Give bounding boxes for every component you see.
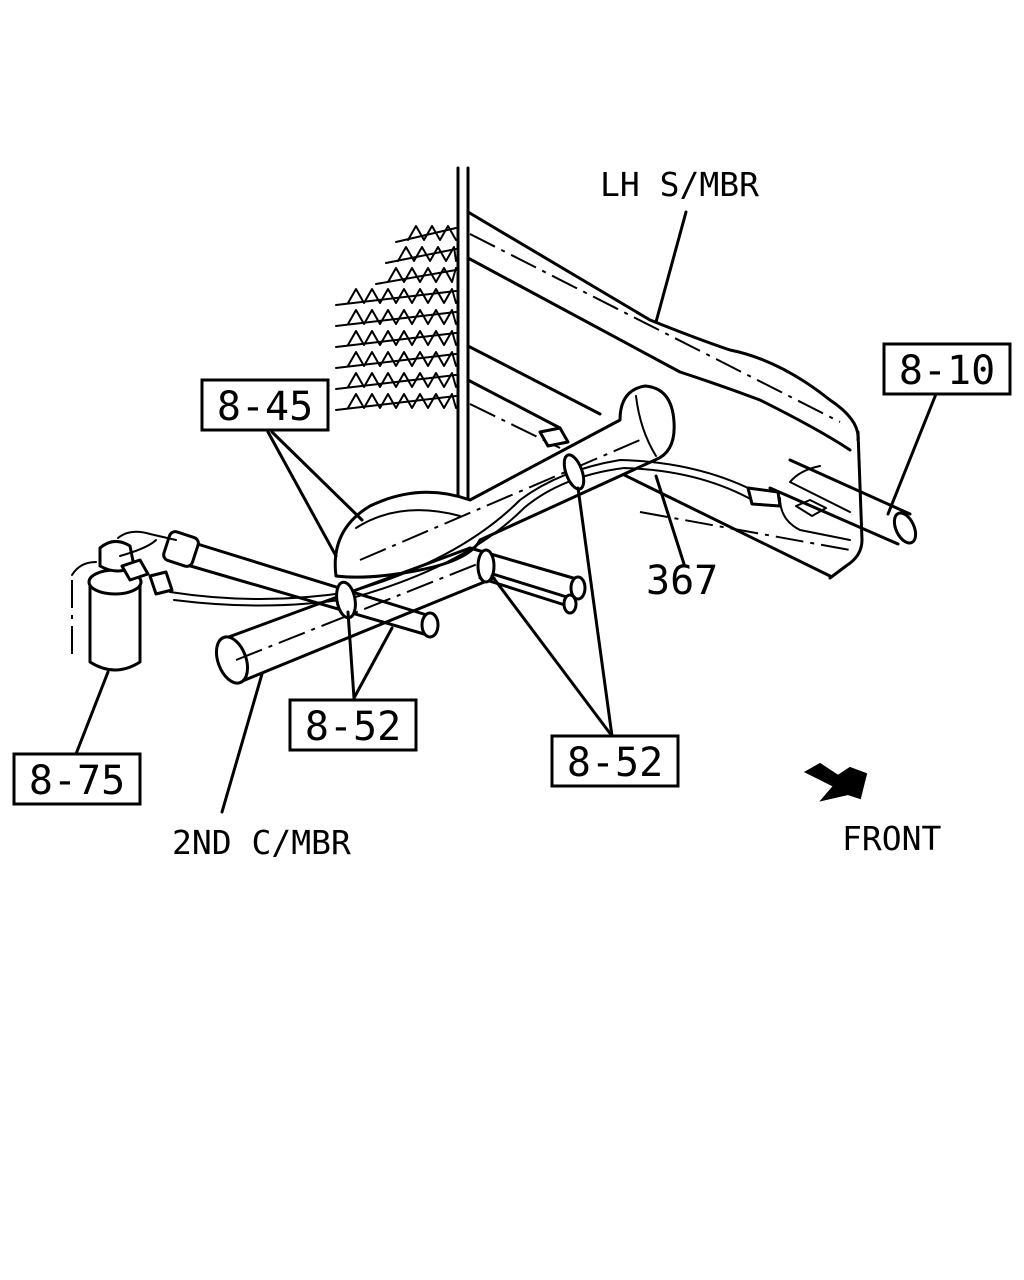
callout-text-8-45: 8-45 [217,384,313,430]
callout-text-8-52-left: 8-52 [305,704,401,750]
wire-harness-367 [148,459,782,607]
label-2nd-cmbr: 2ND C/MBR [172,823,351,862]
middle-hoses [468,546,587,615]
label-367: 367 [646,558,718,604]
label-lh-smbr: LH S/MBR [600,165,759,204]
clamps-8-52 [335,426,586,620]
label-front: FRONT [842,819,941,858]
crossmember-tube [333,384,676,579]
callout-8-52-right: 8-52 [550,734,680,788]
callout-8-52-left: 8-52 [288,698,418,752]
callout-8-45: 8-45 [200,378,330,432]
callout-8-75: 8-75 [12,752,142,806]
hose-8-45 [162,530,440,639]
callout-8-10: 8-10 [882,342,1012,396]
receiver-drier [71,530,177,672]
lh-side-member [466,210,864,580]
crossmember-lattice-icon [335,225,457,411]
hose-8-10 [768,458,918,546]
callout-text-8-75: 8-75 [29,758,125,804]
callout-text-8-52-right: 8-52 [567,740,663,786]
frame-edge [456,166,470,502]
leader-lines [74,210,938,814]
front-arrow-icon [803,762,868,802]
callout-text-8-10: 8-10 [899,348,995,394]
